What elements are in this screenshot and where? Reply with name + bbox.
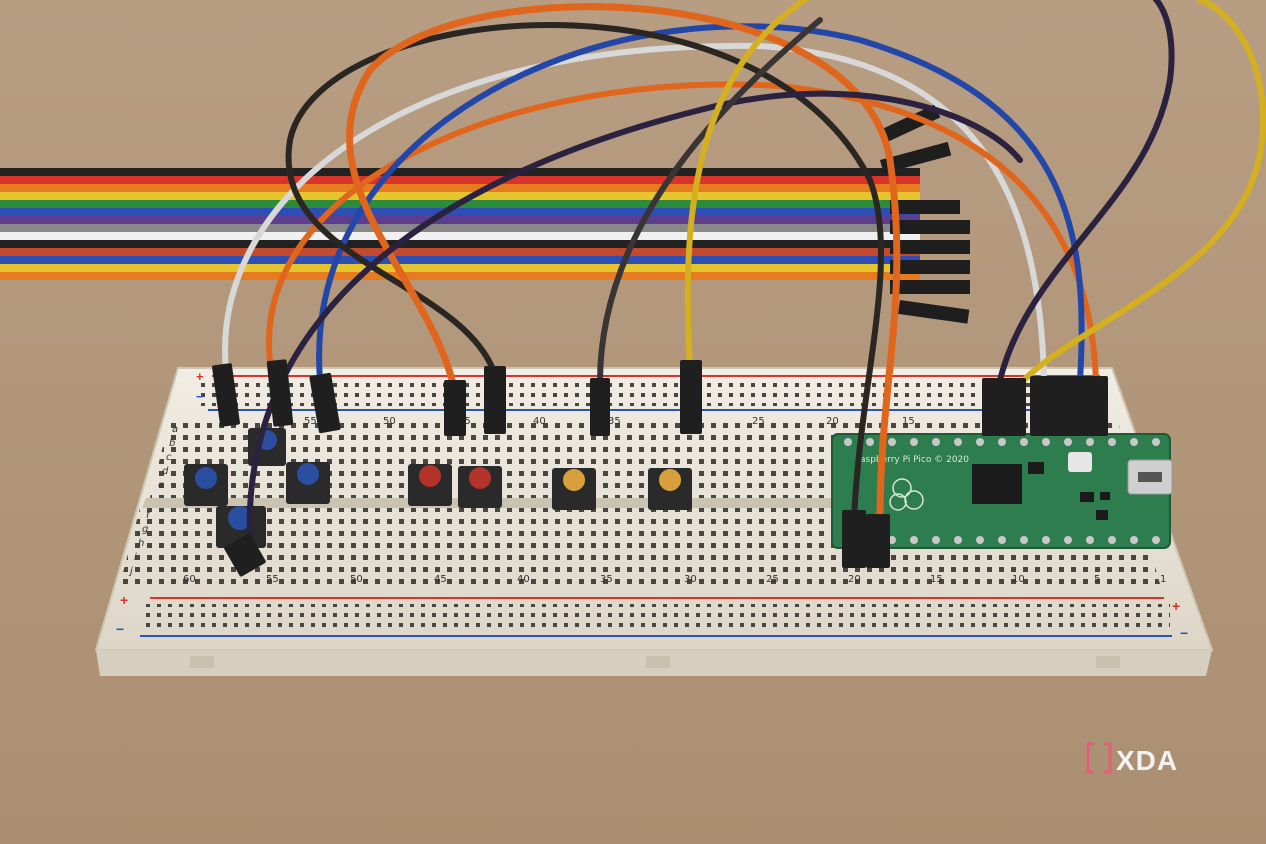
rail-plus-top-left: +: [196, 369, 204, 384]
rail-minus-top-left: −: [196, 389, 204, 404]
yellow-button-2: [648, 468, 692, 510]
red-button-2: [458, 466, 502, 508]
blue-button-4: [216, 506, 266, 548]
svg-text:20: 20: [826, 416, 839, 427]
svg-text:20: 20: [848, 574, 861, 585]
svg-text:40: 40: [533, 416, 546, 427]
rp2040-chip: [972, 464, 1022, 504]
bootsel-button: [1068, 452, 1092, 472]
svg-text:15: 15: [902, 416, 915, 427]
svg-text:f: f: [146, 510, 151, 521]
yellow-button-1: [552, 468, 596, 510]
blue-wire: [316, 23, 1085, 383]
rail-plus-bottom-right: +: [1172, 598, 1180, 614]
raspberry-pi-pico: aspberry Pi Pico © 2020: [831, 433, 1173, 549]
xda-logo-text: XDA: [1116, 745, 1178, 776]
svg-text:c: c: [166, 452, 172, 463]
svg-text:30: 30: [684, 574, 697, 585]
jumper-wires: [222, 0, 1266, 543]
xda-bracket-icon: [1086, 742, 1094, 774]
flash-chip: [1028, 462, 1044, 474]
ribbon-cable: [0, 168, 920, 280]
white-wire: [222, 42, 1047, 383]
rail-plus-bottom-left: +: [120, 592, 128, 608]
svg-text:60: 60: [183, 574, 196, 585]
ribbon-connectors: [880, 104, 970, 324]
red-button-1: [408, 464, 452, 506]
svg-text:a: a: [172, 424, 178, 435]
rail-minus-bottom-left: −: [116, 621, 124, 637]
row-letters-top: a b c d e: [158, 424, 178, 491]
blue-button-2: [184, 464, 228, 506]
svg-text:i: i: [134, 552, 137, 563]
purple-wire-right: [997, 0, 1175, 383]
svg-text:h: h: [138, 538, 144, 549]
svg-text:35: 35: [608, 416, 621, 427]
dark-wire-center: [597, 17, 823, 385]
svg-text:50: 50: [383, 416, 396, 427]
svg-text:40: 40: [517, 574, 530, 585]
svg-text:45: 45: [434, 574, 447, 585]
svg-text:j: j: [128, 566, 133, 577]
jumper-connectors: [212, 359, 1108, 577]
svg-text:55: 55: [266, 574, 279, 585]
yellow-wire-right: [1017, 0, 1266, 387]
svg-text:5: 5: [1094, 574, 1100, 585]
yellow-wire-center: [684, 0, 810, 369]
pico-silkscreen: aspberry Pi Pico © 2020: [860, 455, 969, 465]
svg-text:15: 15: [930, 574, 943, 585]
push-buttons: [184, 428, 692, 548]
svg-text:35: 35: [600, 574, 613, 585]
svg-text:1: 1: [1160, 574, 1166, 585]
svg-text:55: 55: [304, 416, 317, 427]
orange-wire-main: [346, 3, 901, 524]
blue-button-3: [286, 462, 330, 504]
svg-text:50: 50: [350, 574, 363, 585]
svg-text:g: g: [142, 524, 148, 535]
rail-minus-bottom-right: −: [1180, 625, 1188, 641]
raspberry-logo-icon: [889, 478, 924, 511]
svg-text:25: 25: [766, 574, 779, 585]
svg-text:10: 10: [1012, 574, 1025, 585]
svg-text:b: b: [169, 438, 175, 449]
row-letters-bottom: f g h i j: [128, 510, 151, 577]
svg-text:e: e: [158, 480, 164, 491]
black-wire-1: [285, 22, 885, 523]
xda-watermark: XDA: [1086, 742, 1178, 776]
svg-text:25: 25: [752, 416, 765, 427]
column-numbers-bottom: 60 55 50 45 40 35 30 25 20 15 10 5 1: [183, 574, 1166, 585]
svg-text:d: d: [162, 466, 169, 477]
